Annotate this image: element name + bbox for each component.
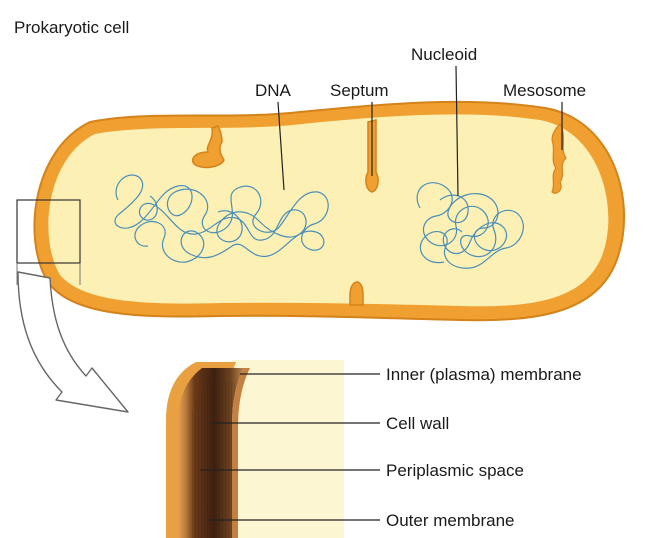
envelope-detail — [166, 360, 344, 538]
label-septum: Septum — [330, 81, 389, 100]
label-inner-membrane: Inner (plasma) membrane — [386, 365, 582, 384]
detail-wall-hatch — [190, 382, 238, 538]
label-cell-wall: Cell wall — [386, 414, 449, 433]
cytoplasm — [48, 114, 608, 306]
label-mesosome: Mesosome — [503, 81, 586, 100]
detail-cytoplasm-bg — [232, 360, 344, 538]
septum-bottom — [350, 282, 363, 305]
label-dna: DNA — [255, 81, 292, 100]
label-periplasmic-space: Periplasmic space — [386, 461, 524, 480]
label-nucleoid: Nucleoid — [411, 45, 477, 64]
label-outer-membrane: Outer membrane — [386, 511, 515, 530]
cell-body — [34, 102, 624, 320]
diagram-title: Prokaryotic cell — [14, 18, 129, 37]
